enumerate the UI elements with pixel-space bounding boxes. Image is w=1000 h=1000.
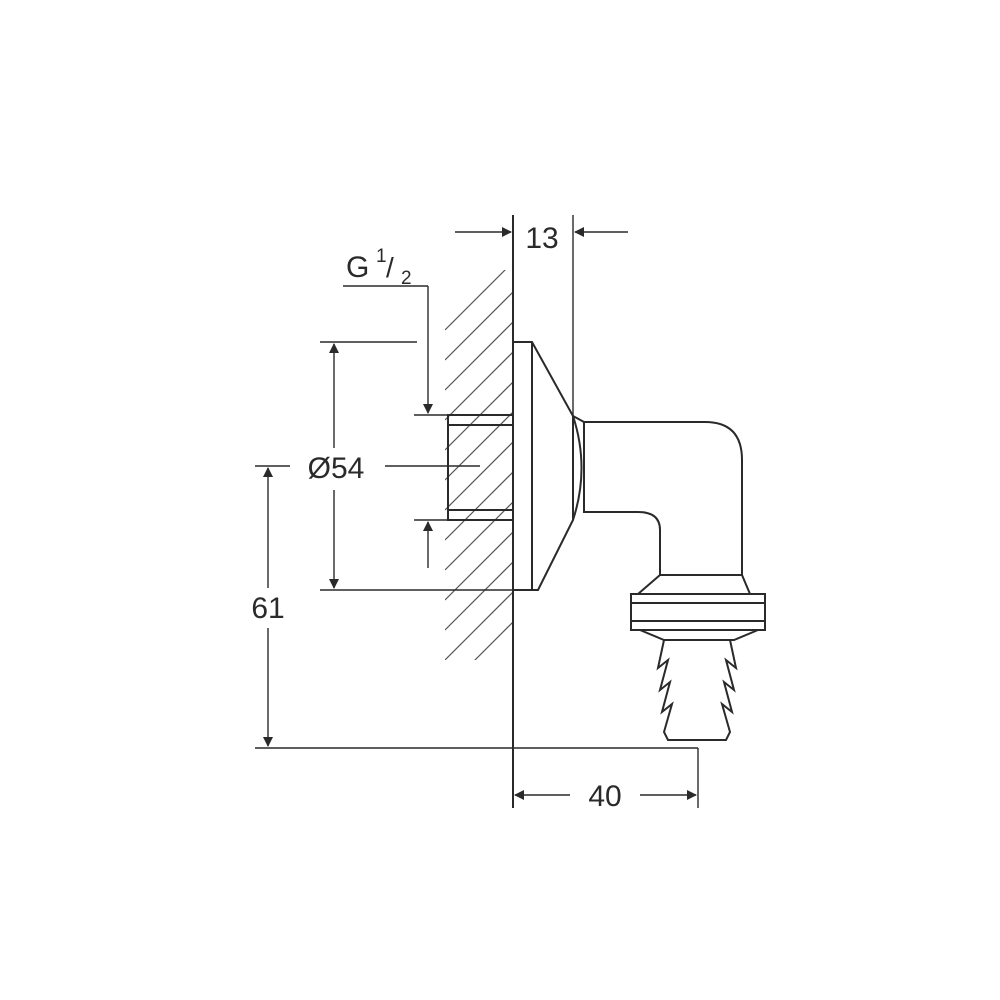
flange (513, 341, 574, 591)
thread-label-num: 1 (376, 246, 387, 267)
thread-label: G 1 / 2 (343, 246, 448, 568)
dim-diameter-label: Ø54 (308, 452, 365, 485)
thread-label-den: 2 (401, 268, 412, 289)
union-nut (630, 574, 766, 641)
dimension-depth: 13 (455, 215, 628, 416)
dim-projection-label: 40 (588, 780, 621, 813)
dimension-height: 61 (251, 465, 698, 749)
thread-stub (447, 414, 513, 521)
wall-hatching (445, 270, 513, 660)
dim-height-label: 61 (251, 592, 284, 625)
elbow-body (572, 415, 743, 575)
hose-barb (656, 639, 738, 741)
dimension-projection: 40 (514, 748, 699, 813)
dimension-diameter: Ø54 (308, 341, 513, 591)
dim-depth-label: 13 (525, 222, 558, 255)
thread-label-sep: / (386, 252, 394, 283)
thread-label-main: G (346, 251, 369, 284)
